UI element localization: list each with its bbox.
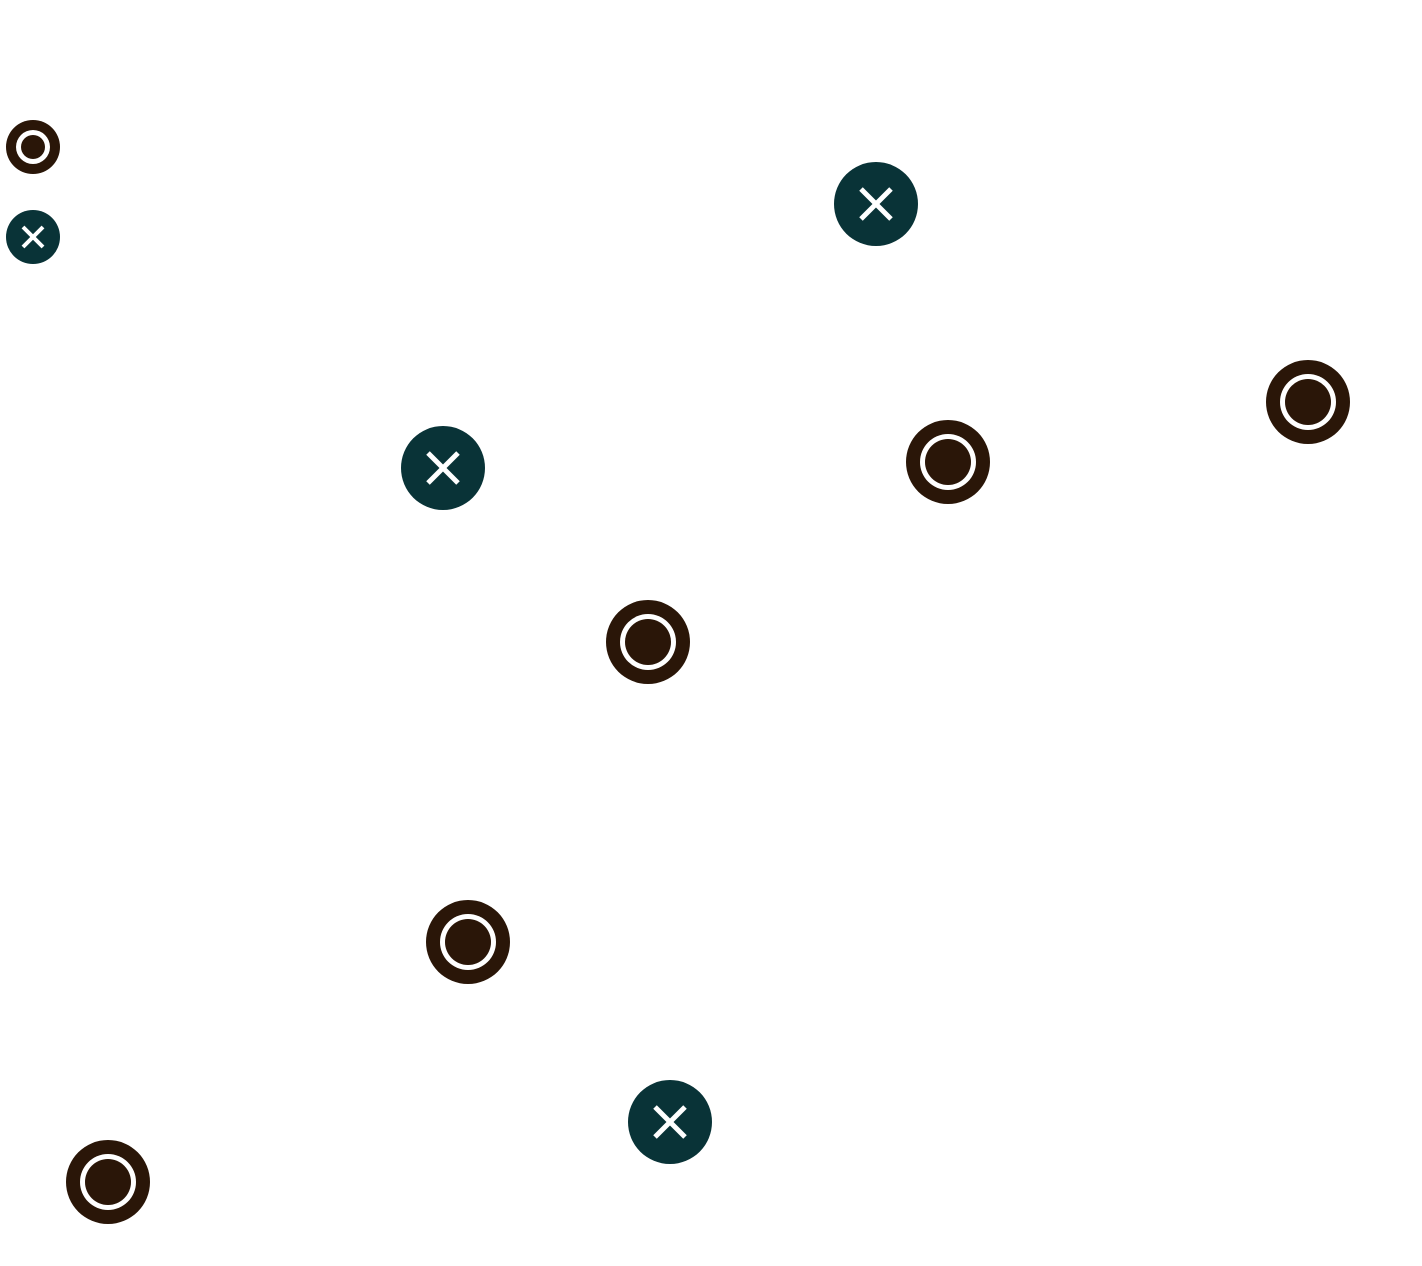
- ring-piece-icon: [906, 420, 990, 504]
- cross-piece[interactable]: [628, 1080, 712, 1164]
- ring-piece-icon: [426, 900, 510, 984]
- ring-piece[interactable]: [906, 420, 990, 504]
- cross-piece[interactable]: [401, 426, 485, 510]
- ring-piece[interactable]: [606, 600, 690, 684]
- ring-piece-icon: [606, 600, 690, 684]
- ring-piece[interactable]: [426, 900, 510, 984]
- cross-piece[interactable]: [834, 162, 918, 246]
- legend-cross-piece-icon: [5, 209, 61, 265]
- legend-ring-piece-icon: [5, 119, 61, 175]
- ring-piece[interactable]: [66, 1140, 150, 1224]
- cross-piece-icon: [401, 426, 485, 510]
- ring-piece-icon: [66, 1140, 150, 1224]
- ring-piece[interactable]: [1266, 360, 1350, 444]
- ring-piece-icon: [1266, 360, 1350, 444]
- cross-piece-icon: [628, 1080, 712, 1164]
- cross-piece-icon: [834, 162, 918, 246]
